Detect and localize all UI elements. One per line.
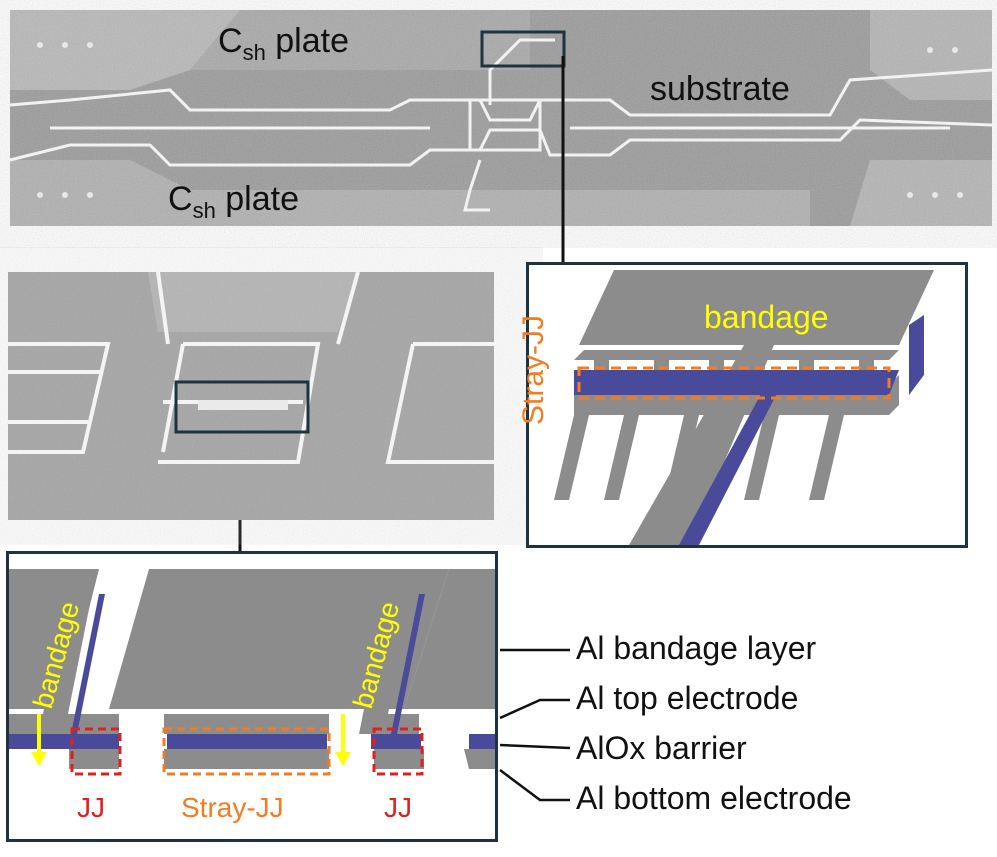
cross-section-drawing (9, 569, 495, 776)
zoom-box-top (480, 30, 566, 68)
jj-label-left: JJ (77, 792, 105, 823)
jj-box-left (70, 727, 122, 776)
jj-label-right: JJ (384, 792, 412, 823)
arrow-left (31, 714, 47, 766)
csh-plate-lower-label: Csh plate (168, 180, 299, 223)
sem-zoom-drawing (8, 271, 494, 520)
substrate-label: substrate (650, 70, 790, 108)
zoom-box-middle (174, 380, 310, 434)
stray-jj-label-inset: Stray-JJ (517, 314, 550, 425)
arrow-right (335, 714, 351, 766)
cross-section-panel: bandage bandage JJ Stray-JJ JJ (6, 551, 498, 842)
stray-jj-box-inset (577, 366, 891, 400)
bandage-label-inset: bandage (704, 299, 829, 335)
sem-zoom-image (8, 271, 494, 520)
jj-box-right (372, 727, 424, 776)
layer-label-bottom-electrode: Al bottom electrode (576, 780, 852, 816)
stray-jj-drawing (554, 270, 934, 545)
csh-plate-upper-label: Csh plate (218, 22, 349, 65)
layer-label-barrier: AlOx barrier (576, 730, 747, 766)
sem-top-image: Csh plate Csh plate substrate (9, 10, 993, 226)
layer-label-top-electrode: Al top electrode (576, 680, 799, 716)
stray-jj-inset: bandage Stray-JJ (517, 262, 968, 548)
stray-jj-box-cross (162, 727, 331, 776)
stray-jj-label-cross: Stray-JJ (181, 792, 284, 823)
sem-top-drawing (9, 10, 993, 226)
layer-label-bandage: Al bandage layer (576, 630, 817, 666)
